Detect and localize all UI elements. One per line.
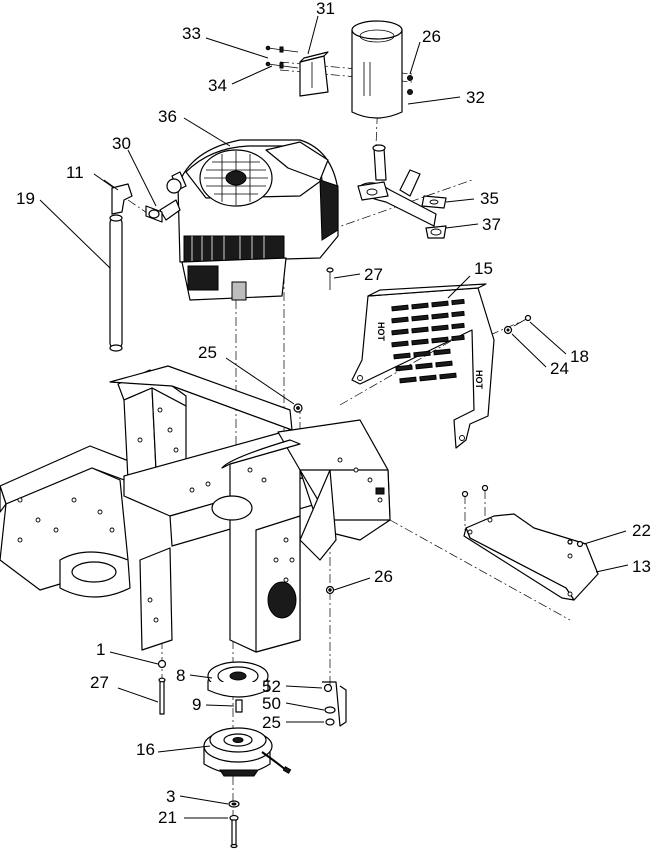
- exhaust-manifold: [357, 144, 447, 239]
- key: [235, 699, 243, 713]
- screw-27-upper: [326, 267, 334, 290]
- oil-drain-hose: [103, 179, 163, 352]
- engine: [159, 139, 339, 301]
- pulley: [207, 661, 269, 698]
- callout-13: 13: [632, 557, 651, 576]
- callout-34: 34: [208, 76, 227, 95]
- heat-shield: [351, 283, 495, 449]
- callout-52: 52: [262, 677, 281, 696]
- callout-24: 24: [550, 359, 569, 378]
- callout-32: 32: [466, 88, 485, 107]
- heat-shield-slots: [391, 298, 465, 384]
- nut-25-upper: [293, 403, 303, 413]
- callout-27-upper: 27: [364, 265, 383, 284]
- callout-27-lower: 27: [90, 673, 109, 692]
- callout-35: 35: [480, 189, 499, 208]
- muffler-bracket: [265, 45, 329, 97]
- callout-22: 22: [632, 521, 651, 540]
- callout-26-upper: 26: [422, 27, 441, 46]
- callout-50: 50: [262, 694, 281, 713]
- callout-3: 3: [166, 787, 176, 806]
- lower-fasteners: [157, 585, 347, 727]
- callout-31: 31: [316, 0, 335, 18]
- heat-shield-label-right: HOT: [474, 370, 484, 390]
- chassis-frame: [0, 365, 391, 653]
- callout-36: 36: [158, 107, 177, 126]
- callout-1: 1: [96, 640, 106, 659]
- callout-25-lower: 25: [262, 713, 281, 732]
- cylinder-fins: [183, 235, 285, 263]
- muffler: [351, 20, 413, 119]
- callout-8: 8: [176, 666, 186, 685]
- callout-9: 9: [192, 695, 202, 714]
- clutch-bolt: [228, 800, 240, 849]
- cover-plate: [461, 484, 599, 601]
- callout-37: 37: [482, 215, 501, 234]
- callout-30: 30: [112, 134, 131, 153]
- callout-25-upper: 25: [198, 343, 217, 362]
- callout-15: 15: [474, 259, 493, 278]
- callout-33: 33: [182, 24, 201, 43]
- frame-holes: [17, 407, 385, 623]
- callout-26-lower: 26: [374, 567, 393, 586]
- callout-16: 16: [136, 740, 155, 759]
- leader-lines: [39, 15, 629, 819]
- heat-shield-label-left: HOT: [376, 322, 386, 342]
- callout-21: 21: [158, 808, 177, 827]
- clutch: [203, 727, 292, 777]
- callout-19: 19: [16, 189, 35, 208]
- callout-18: 18: [570, 347, 589, 366]
- callout-11: 11: [66, 163, 84, 182]
- shield-fasteners: [503, 314, 532, 335]
